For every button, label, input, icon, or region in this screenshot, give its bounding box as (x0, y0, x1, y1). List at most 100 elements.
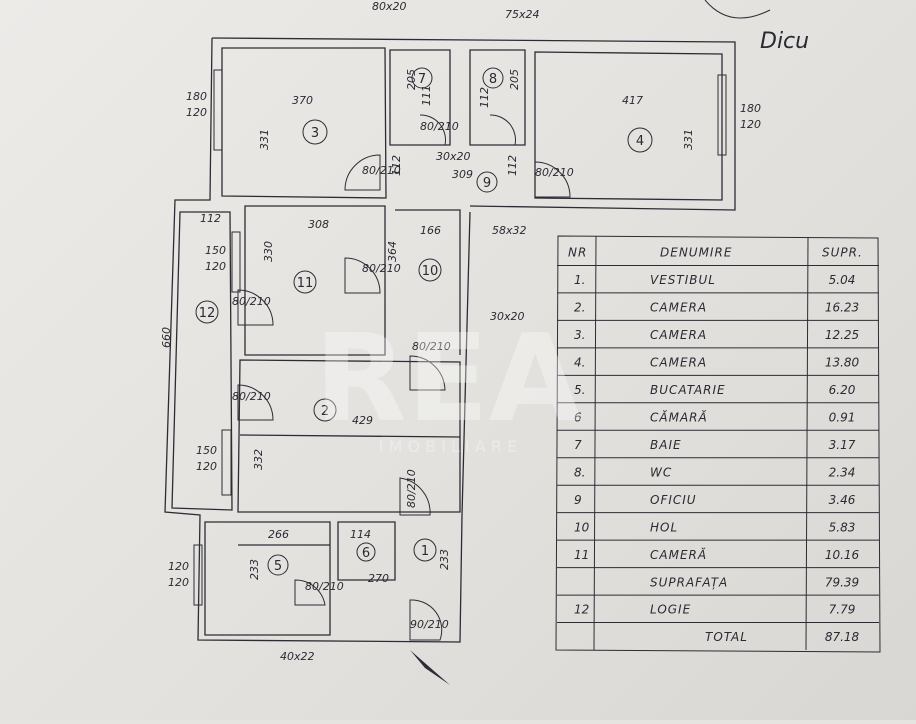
room-6-walls (337, 521, 396, 581)
wall-outline-top (211, 37, 736, 211)
entrance-arrow-icon (410, 650, 450, 685)
table-row-area: 0.91 (829, 410, 856, 424)
svg-text:370: 370 (292, 94, 313, 107)
table-row-area: 79.39 (825, 575, 859, 589)
svg-text:8: 8 (489, 72, 497, 87)
svg-text:80/210: 80/210 (305, 580, 344, 593)
window-room-2 (221, 429, 232, 496)
window-left-room-3 (213, 69, 223, 151)
table-row-name: BAIE (650, 438, 682, 452)
table-row-name: LOGIE (650, 603, 691, 617)
table-row-area: 10.16 (825, 548, 860, 562)
room-labels: 1 2 3 4 5 6 7 8 9 10 11 12 (195, 67, 653, 576)
room-11-walls (244, 205, 386, 356)
table-row-nr: 7 (574, 438, 582, 452)
svg-text:331: 331 (258, 129, 271, 150)
svg-text:80/210: 80/210 (420, 120, 459, 133)
table-row-area: 5.04 (829, 273, 856, 287)
svg-text:309: 309 (452, 168, 473, 181)
room-12-walls (171, 211, 233, 511)
table-row-area: 12.25 (825, 328, 859, 342)
table-row-area: 5.83 (829, 520, 856, 534)
table-header-nr: NR (568, 246, 587, 260)
svg-text:I M O B I L I A R E: I M O B I L I A R E (379, 437, 517, 456)
room-5-label: 5 (267, 554, 289, 576)
table-row-name: OFICIU (650, 493, 697, 507)
signature: Dicu (760, 29, 809, 54)
svg-text:180: 180 (186, 90, 207, 103)
svg-text:417: 417 (622, 94, 643, 107)
svg-text:266: 266 (268, 528, 289, 541)
room-3-label: 3 (302, 119, 328, 145)
table-row-area: 2.34 (829, 465, 856, 479)
svg-text:10: 10 (422, 264, 439, 279)
svg-text:120: 120 (196, 460, 217, 473)
svg-text:3: 3 (311, 126, 319, 141)
svg-text:166: 166 (420, 224, 441, 237)
svg-text:233: 233 (248, 559, 261, 580)
svg-text:111: 111 (420, 85, 433, 106)
svg-text:90/210: 90/210 (410, 618, 449, 631)
table-row-name: CAMERA (650, 356, 707, 370)
svg-text:331: 331 (682, 129, 695, 150)
svg-text:660: 660 (160, 327, 173, 348)
dim-window-top: 80x20 (372, 0, 407, 13)
svg-text:80/210: 80/210 (405, 469, 418, 508)
table-row-nr: 10 (574, 520, 590, 534)
svg-text:112: 112 (478, 87, 491, 108)
room-4-label: 4 (627, 127, 653, 153)
svg-text:80/210: 80/210 (362, 262, 401, 275)
room-1-label: 1 (413, 538, 437, 562)
svg-text:REA: REA (314, 310, 581, 449)
svg-text:5: 5 (274, 559, 282, 574)
svg-text:80/210: 80/210 (232, 390, 271, 403)
svg-text:80/210: 80/210 (535, 166, 574, 179)
svg-text:80/210: 80/210 (232, 295, 271, 308)
svg-text:233: 233 (438, 549, 451, 570)
table-total-label: TOTAL (705, 630, 748, 644)
table-total-value: 87.18 (825, 630, 860, 644)
svg-text:120: 120 (740, 118, 761, 131)
svg-text:364: 364 (386, 241, 399, 262)
table-row-area: 6.20 (829, 383, 856, 397)
svg-text:112: 112 (200, 212, 221, 225)
table-row-nr: 9 (574, 493, 582, 507)
svg-text:150: 150 (196, 444, 217, 457)
table-row-nr: 2. (574, 301, 585, 315)
table-row-name: WC (650, 465, 672, 479)
svg-text:40x22: 40x22 (280, 650, 315, 663)
svg-text:80/210: 80/210 (362, 164, 401, 177)
table-row-nr: 6 (574, 410, 582, 424)
svg-text:4: 4 (636, 134, 644, 149)
svg-text:12: 12 (199, 306, 216, 321)
room-5-walls (204, 521, 331, 636)
table-row-nr: 3. (574, 328, 585, 342)
room-12-label: 12 (195, 300, 219, 324)
svg-text:150: 150 (205, 244, 226, 257)
svg-text:112: 112 (390, 155, 403, 176)
table-row-area: 7.79 (829, 603, 856, 617)
table-row-name: HOL (650, 520, 678, 534)
svg-text:270: 270 (368, 572, 389, 585)
window-room-12 (231, 231, 241, 293)
svg-text:429: 429 (352, 414, 373, 427)
table-row-nr: 1. (574, 273, 585, 287)
svg-text:120: 120 (186, 106, 207, 119)
svg-text:6: 6 (362, 546, 370, 561)
svg-text:120: 120 (205, 260, 226, 273)
svg-text:11: 11 (297, 276, 314, 291)
room-2-walls (237, 359, 461, 513)
table-row-area: 13.80 (825, 356, 860, 370)
svg-text:114: 114 (350, 528, 371, 541)
table-row-name: VESTIBUL (650, 273, 716, 287)
svg-text:80/210: 80/210 (412, 340, 451, 353)
room-10-label: 10 (418, 258, 442, 282)
svg-text:180: 180 (740, 102, 761, 115)
svg-text:58x32: 58x32 (492, 224, 527, 237)
table-header-name: DENUMIRE (660, 246, 732, 260)
room-8-walls (469, 49, 526, 146)
svg-text:308: 308 (308, 218, 329, 231)
